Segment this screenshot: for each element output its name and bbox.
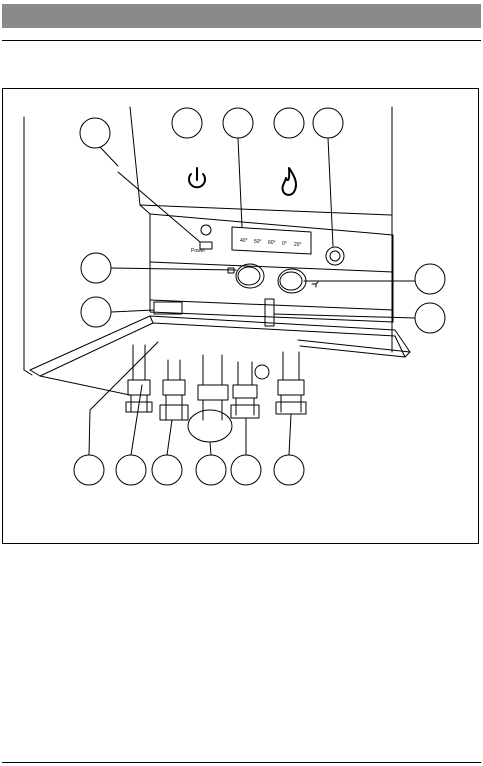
pipe-connections (125, 344, 307, 443)
callouts (73, 107, 446, 486)
callout-marker (171, 107, 203, 139)
callout-marker (273, 107, 305, 139)
callout-marker (195, 454, 227, 486)
footer-rule (2, 762, 481, 763)
power-icon (188, 167, 206, 189)
panel-icons (188, 167, 298, 196)
rating-plate (153, 301, 183, 315)
header-bar (2, 4, 481, 28)
display-readout: 50° (254, 239, 262, 245)
callout-marker (73, 454, 105, 486)
callout-marker (312, 107, 344, 139)
boiler-casing (23, 106, 393, 376)
pressure-gauge (254, 364, 270, 380)
pipe-3 (197, 354, 229, 421)
reset-button (199, 241, 213, 250)
power-button (200, 224, 212, 236)
header-rule (2, 40, 481, 41)
display-text: Power 40° 50° 60° 0° 20° (191, 238, 302, 254)
faucet-icon (311, 281, 319, 288)
figure-frame (2, 88, 479, 544)
display-window (231, 226, 312, 255)
radiator-icon (227, 267, 235, 274)
callout-marker (80, 296, 112, 328)
callout-marker (414, 302, 446, 334)
callout-marker (151, 454, 183, 486)
display-readout: 20° (294, 242, 302, 248)
control-knob (325, 246, 345, 266)
drain-valve (187, 409, 233, 443)
control-panel (139, 204, 394, 327)
callout-marker (222, 107, 254, 139)
callout-marker (273, 454, 305, 486)
callout-marker (80, 252, 112, 284)
pipe-4 (230, 361, 260, 419)
callout-marker (79, 117, 111, 149)
pipe-2 (159, 359, 189, 421)
display-readout: 40° (240, 238, 248, 244)
power-label: Power (191, 248, 206, 254)
display-readout: 60° (268, 240, 276, 246)
callout-marker (414, 263, 446, 295)
callout-marker (115, 454, 147, 486)
display-readout: 0° (282, 241, 287, 247)
callout-marker (230, 454, 262, 486)
bottom-tray (29, 315, 411, 396)
flame-icon (281, 167, 298, 196)
heating-temperature-dial (235, 263, 265, 289)
pipe-1 (125, 344, 153, 413)
service-slot (264, 298, 275, 327)
pipe-5 (275, 351, 307, 415)
